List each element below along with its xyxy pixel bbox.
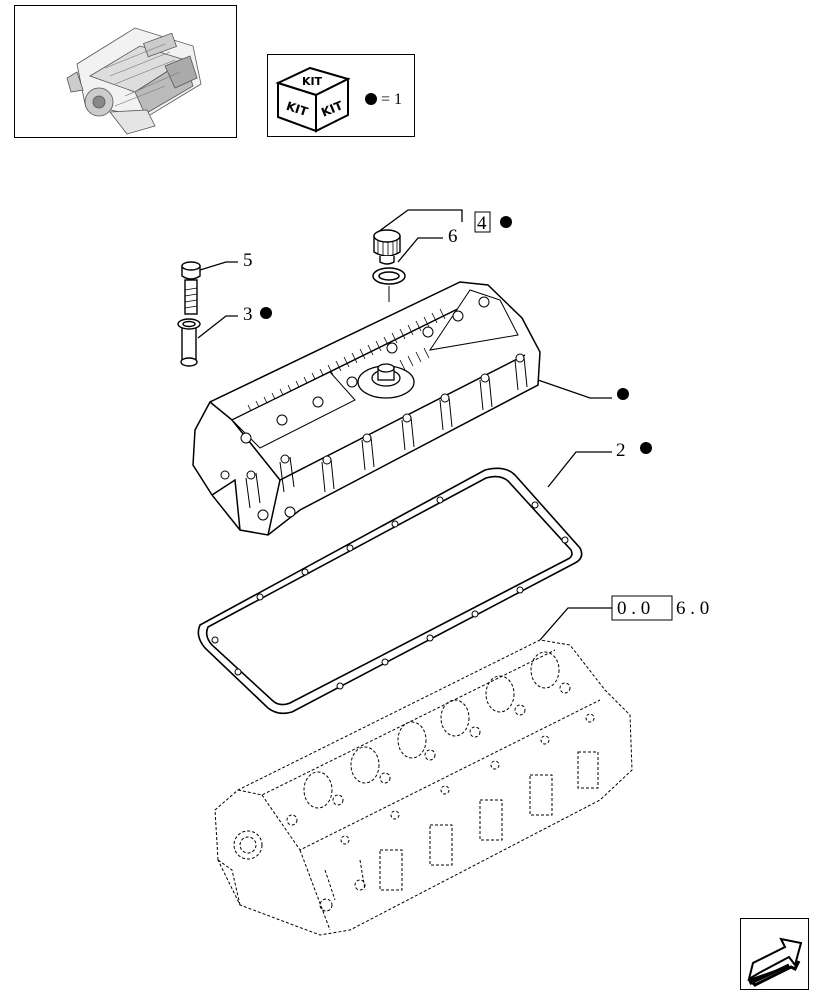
oil-filler-boss (357, 363, 415, 399)
reference-boxed-text: 0 . 0 (617, 598, 650, 619)
kit-equals-label: = 1 (381, 91, 402, 108)
callout-4-box (474, 211, 491, 233)
reference-box (611, 595, 673, 621)
kit-dot-2 (640, 442, 652, 454)
callout-6: 6 (448, 226, 458, 247)
leader-3 (197, 315, 238, 339)
leader-4 (377, 209, 463, 233)
arrow-next-icon (747, 937, 803, 987)
valve-cover-bolts (240, 296, 490, 444)
kit-face-top-label: KIT (302, 75, 323, 88)
engine-thumbnail-icon (66, 27, 202, 135)
gasket-tabs (211, 496, 569, 690)
leader-5 (199, 261, 238, 271)
reference-rest-text: 6 . 0 (676, 598, 709, 619)
leader-2 (547, 451, 612, 488)
kit-legend: KIT KIT KIT = 1 (275, 66, 402, 133)
leader-6 (397, 237, 443, 263)
bolt-5 (181, 261, 201, 315)
kit-dot-cover (617, 388, 629, 400)
kit-legend-frame: KIT KIT KIT = 1 (267, 54, 415, 137)
callout-3: 3 (243, 304, 253, 325)
kit-cube-icon (275, 66, 351, 133)
next-page-button[interactable] (740, 918, 809, 990)
leader-cover (537, 379, 612, 399)
filled-dot-icon (365, 93, 377, 105)
callout-2: 2 (616, 440, 626, 461)
callout-5: 5 (243, 250, 253, 271)
kit-dot-4 (500, 216, 512, 228)
gasket (197, 467, 583, 715)
valve-cover-towers (220, 353, 528, 521)
engine-thumbnail-frame (14, 5, 237, 138)
kit-dot-3 (260, 307, 272, 319)
filler-cap-4 (373, 229, 401, 265)
cylinder-head (214, 639, 633, 936)
seal-ring-6 (372, 267, 406, 285)
callout-4: 4 (477, 213, 487, 234)
sleeve-3 (177, 318, 201, 367)
leader-ref (539, 607, 612, 641)
kit-face-left-label: KIT (284, 99, 310, 119)
